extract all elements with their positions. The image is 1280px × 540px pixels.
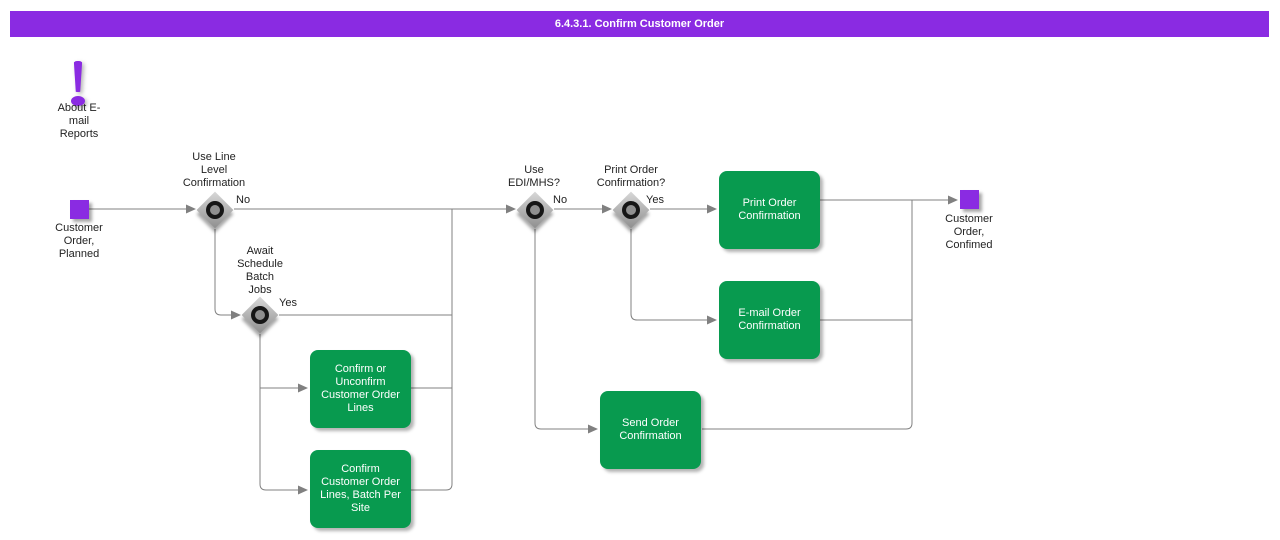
arrowhead [231, 310, 241, 320]
gateway-circle-icon [251, 306, 269, 324]
note-label: About E- mail Reports [57, 102, 101, 140]
arrowhead [186, 204, 196, 214]
end-event-customer-order-confirmed[interactable] [960, 190, 979, 209]
branch-label-yes: Yes [646, 194, 664, 206]
arrowhead [707, 315, 717, 325]
edge-gw3-down-to-send-task [534, 229, 588, 430]
arrowhead [602, 204, 612, 214]
gateway-label: Use EDI/MHS? [508, 164, 560, 189]
gateway-circle-icon [526, 201, 544, 219]
about-email-reports-link[interactable] [68, 58, 88, 108]
page-title: 6.4.3.1. Confirm Customer Order [554, 18, 725, 30]
gateway-label: Print Order Confirmation? [596, 164, 666, 189]
arrowhead [707, 204, 717, 214]
gateway-circle-icon [206, 201, 224, 219]
gateway-use-edi-mhs [516, 191, 554, 229]
start-event-customer-order-planned[interactable] [70, 200, 89, 219]
arrowhead [506, 204, 516, 214]
exclamation-icon [73, 61, 83, 92]
edge-batch-task-to-merge [411, 209, 453, 491]
arrowhead [948, 195, 958, 205]
gateway-label: Await Schedule Batch Jobs [237, 245, 283, 296]
exclamation-icon-dot [71, 96, 85, 106]
title-banner: 6.4.3.1. Confirm Customer Order [10, 11, 1269, 37]
branch-label-yes: Yes [279, 297, 297, 309]
gateway-use-line-level-confirmation [196, 191, 234, 229]
arrowhead [298, 383, 308, 393]
gateway-circle-icon [622, 201, 640, 219]
arrowhead [588, 424, 598, 434]
task-confirm-or-unconfirm-customer-order-lines[interactable]: Confirm or Unconfirm Customer Order Line… [310, 350, 411, 428]
end-event-label: Customer Order, Confimed [945, 213, 993, 251]
branch-label-no: No [236, 194, 251, 206]
gateway-await-schedule-batch-jobs [241, 296, 279, 334]
task-send-order-confirmation[interactable]: Send Order Confirmation [600, 391, 701, 469]
gateway-print-order-confirmation [612, 191, 650, 229]
gateway-label: Use Line Level Confirmation [182, 151, 246, 189]
task-email-order-confirmation[interactable]: E-mail Order Confirmation [719, 281, 820, 359]
start-event-label: Customer Order, Planned [55, 222, 103, 260]
edge-gw2-down-to-batch-task [259, 334, 298, 491]
arrowhead [298, 485, 308, 495]
branch-label-no: No [553, 194, 568, 206]
edge-gw4-down-to-email-task [630, 229, 707, 321]
task-confirm-customer-order-lines-batch-per-site[interactable]: Confirm Customer Order Lines, Batch Per … [310, 450, 411, 528]
task-print-order-confirmation[interactable]: Print Order Confirmation [719, 171, 820, 249]
